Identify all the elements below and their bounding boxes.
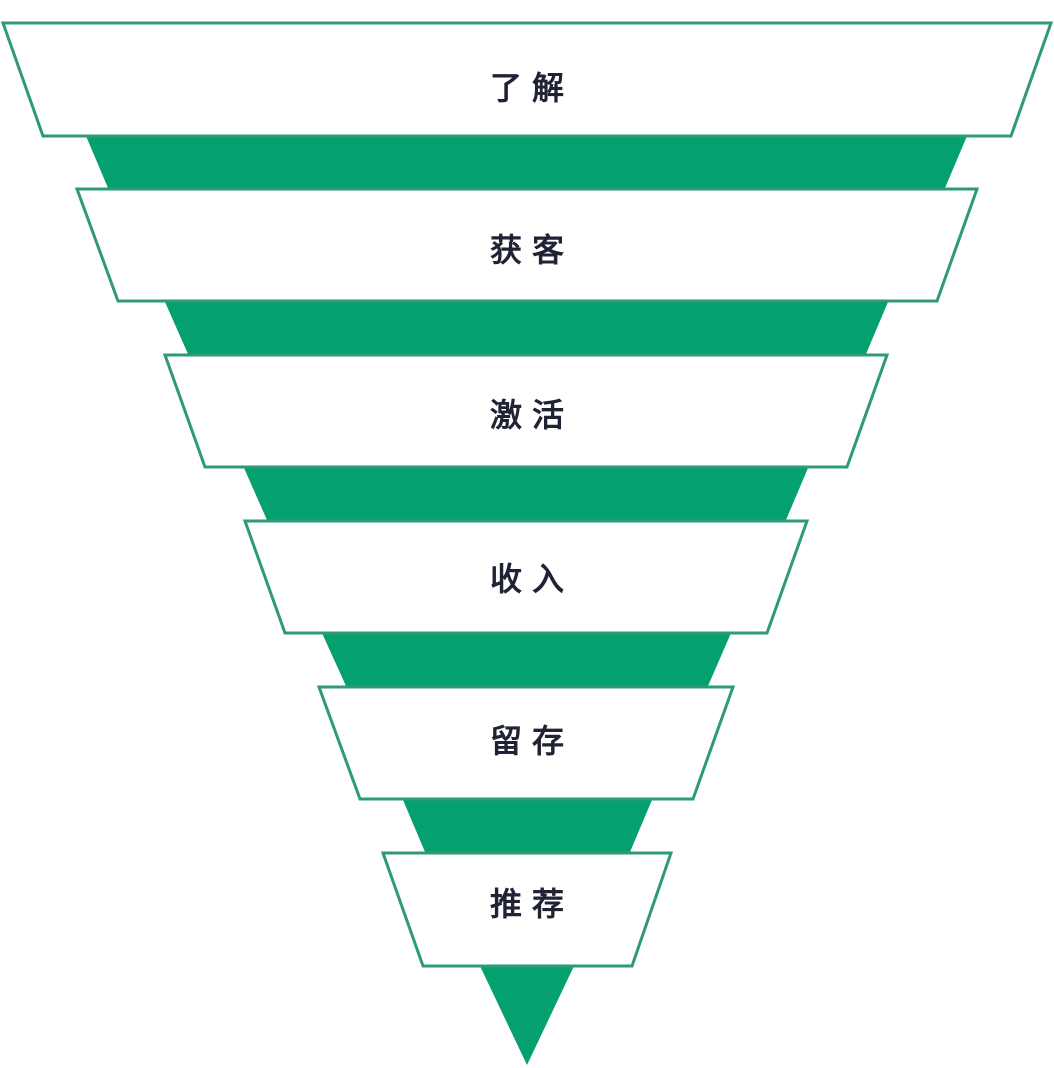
- funnel-band-2: [74, 187, 980, 303]
- funnel-band-5: [316, 685, 736, 801]
- funnel-band-1: [0, 21, 1054, 138]
- funnel-bands: [0, 21, 1054, 968]
- funnel-tip: [480, 966, 574, 1065]
- funnel-connector-5: [403, 800, 652, 852]
- stage-label-retention: 留存: [489, 722, 574, 760]
- funnel-connector-2: [165, 302, 888, 354]
- funnel-connector-1: [86, 136, 967, 188]
- funnel-connectors: [86, 136, 967, 852]
- stage-label-acquisition: 获客: [489, 231, 574, 269]
- funnel-connector-3: [244, 468, 808, 520]
- funnel-band-4: [242, 519, 810, 635]
- funnel-band-3: [162, 353, 890, 469]
- stage-label-activation: 激活: [489, 396, 574, 434]
- funnel-band-6: [380, 851, 674, 968]
- stage-label-awareness: 了解: [489, 69, 574, 107]
- stage-label-revenue: 收入: [489, 560, 574, 598]
- funnel-connector-4: [322, 633, 731, 686]
- stage-label-referral: 推荐: [489, 885, 574, 923]
